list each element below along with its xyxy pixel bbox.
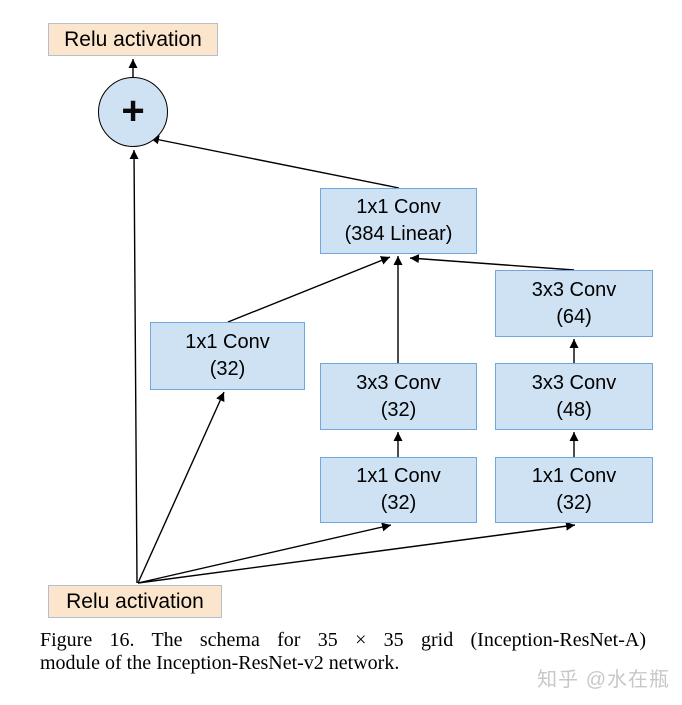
conv-right-3x3-48-line1: 3x3 Conv [531,371,617,394]
conv-right-1x1-32-line2: (32) [556,492,592,514]
arrow-left-branch-to-conv384 [227,256,391,323]
conv-left-1x1-32-box: 1x1 Conv (32) [150,322,305,390]
relu-activation-bottom-box: Relu activation [48,585,222,618]
arrow-relu-to-mid-branch [137,522,392,584]
conv-mid-1x1-32-line1: 1x1 Conv [356,465,441,487]
conv-right-3x3-48-line2: (48) [556,398,592,421]
zhihu-watermark: 知乎 @水在瓶 [537,669,670,691]
arrow-residual-to-sum [129,149,139,584]
conv-right-1x1-32-box: 1x1 Conv (32) [495,457,653,523]
figure-caption-line1: Figure 16. The schema for 35 × 35 grid (… [40,629,646,651]
conv-1x1-384-line1: 1x1 Conv [356,196,441,218]
conv-right-3x3-64-box: 3x3 Conv (64) [495,270,653,337]
relu-activation-top-label: Relu activation [64,28,202,51]
conv-right-3x3-64-line1: 3x3 Conv [531,278,617,301]
conv-left-1x1-32-line1: 1x1 Conv [185,331,270,353]
conv-mid-3x3-32-line1: 3x3 Conv [356,371,441,394]
conv-mid-3x3-32-box: 3x3 Conv (32) [320,363,477,430]
conv-right-3x3-64-line2: (64) [556,305,592,328]
conv-mid-3x3-32-line2: (32) [380,398,417,421]
relu-activation-top-box: Relu activation [48,23,218,56]
elementwise-sum-node: + [98,77,168,147]
arrow-conv384-to-sum [149,135,400,189]
plus-icon: + [121,88,145,133]
conv-right-1x1-32-line1: 1x1 Conv [531,465,617,487]
conv-right-3x3-48-box: 3x3 Conv (48) [495,363,653,430]
conv-1x1-384-linear-box: 1x1 Conv (384 Linear) [320,188,477,254]
relu-activation-bottom-label: Relu activation [66,590,204,613]
conv-mid-1x1-32-line2: (32) [380,492,417,514]
conv-1x1-384-line2: (384 Linear) [344,223,453,245]
figure-caption: Figure 16. The schema for 35 × 35 grid (… [40,629,646,675]
figure-caption-line2: module of the Inception-ResNet-v2 networ… [40,652,400,674]
arrow-right-branch-to-conv384 [409,254,575,271]
arrow-relu-to-left-branch [137,391,225,584]
conv-mid-1x1-32-box: 1x1 Conv (32) [320,457,477,523]
conv-left-1x1-32-line2: (32) [209,358,246,380]
arrow-relu-to-right-branch [137,521,576,584]
